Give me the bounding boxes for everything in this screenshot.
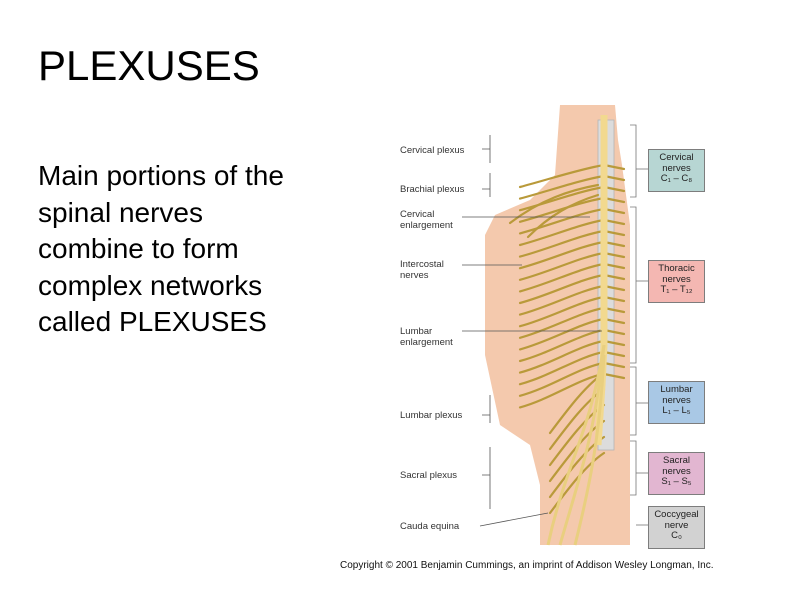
label-lumbar-enlargement: Lumbar enlargement bbox=[400, 326, 453, 348]
body-line: complex networks bbox=[38, 269, 263, 301]
nerve-root bbox=[518, 361, 606, 397]
box-line: Coccygeal bbox=[654, 509, 699, 520]
slide-title: PLEXUSES bbox=[38, 42, 260, 89]
label-line: Lumbar bbox=[400, 326, 433, 337]
box-line: nerves bbox=[662, 465, 691, 477]
thoracic-nerves-box: Thoracic nerves T₁ – T₁₂ bbox=[648, 260, 705, 303]
cervical-nerves-box: Cervical nerves C₁ – C₈ bbox=[648, 149, 705, 192]
label-line: nerves bbox=[400, 270, 429, 281]
bracket-lines bbox=[462, 135, 602, 527]
box-line: nerves bbox=[662, 162, 691, 174]
label-line: Intercostal bbox=[400, 259, 444, 270]
nerve-root bbox=[518, 295, 606, 328]
cauda-equina-nerves bbox=[546, 344, 606, 546]
body-line: called PLEXUSES bbox=[38, 306, 267, 337]
box-line: Lumbar bbox=[660, 384, 693, 395]
nerve-root bbox=[518, 185, 606, 212]
slide-body-text: Main portions of the spinal nerves combi… bbox=[38, 158, 348, 341]
box-line: T₁ – T₁₂ bbox=[660, 284, 693, 295]
nerve-root bbox=[518, 229, 606, 258]
nerve-root bbox=[548, 451, 606, 515]
nerve-root bbox=[518, 163, 606, 189]
label-line: enlargement bbox=[400, 337, 453, 348]
nerve-root bbox=[518, 284, 606, 316]
brachial-nerve bbox=[526, 193, 600, 239]
nerve-root bbox=[602, 361, 626, 369]
spinal-nerves-diagram: Cervical plexus Brachial plexus Cervical… bbox=[390, 105, 770, 565]
label-cauda-equina: Cauda equina bbox=[400, 521, 460, 532]
spinal-nerves-illustration bbox=[462, 105, 648, 546]
box-line: nerves bbox=[662, 394, 691, 406]
nerve-root bbox=[518, 339, 606, 374]
nerve-root bbox=[518, 251, 606, 281]
nerve-root bbox=[602, 350, 626, 358]
nerve-root bbox=[518, 262, 606, 293]
nerve-root bbox=[518, 207, 606, 235]
nerve-root bbox=[518, 306, 606, 339]
box-line: S₁ – S₅ bbox=[661, 476, 692, 487]
coccygeal-nerve-box: Coccygeal nerve C₀ bbox=[648, 506, 705, 549]
right-brackets bbox=[630, 124, 648, 526]
body-line: combine to form bbox=[38, 233, 239, 264]
sacral-nerves-box: Sacral nerves S₁ – S₅ bbox=[648, 452, 705, 495]
nerve-root bbox=[518, 372, 606, 409]
label-cervical-enlargement: Cervical enlargement bbox=[400, 209, 453, 231]
nerve-root bbox=[602, 372, 626, 380]
label-lumbar-plexus: Lumbar plexus bbox=[400, 410, 463, 421]
box-line: Thoracic bbox=[658, 263, 695, 274]
box-line: L₁ – L₅ bbox=[662, 405, 691, 416]
box-line: nerve bbox=[664, 519, 689, 531]
label-line: enlargement bbox=[400, 220, 453, 231]
box-line: Sacral bbox=[663, 455, 690, 466]
nerve-root bbox=[518, 174, 606, 200]
nerve-root bbox=[518, 218, 606, 247]
label-brachial-plexus: Brachial plexus bbox=[400, 184, 465, 195]
box-line: nerves bbox=[662, 273, 691, 285]
nerve-root bbox=[518, 240, 606, 270]
label-intercostal-nerves: Intercostal nerves bbox=[400, 259, 444, 281]
body-line: Main portions of the bbox=[38, 160, 284, 191]
box-line: C₀ bbox=[671, 530, 682, 541]
label-line: Cervical bbox=[400, 209, 435, 220]
body-line: spinal nerves bbox=[38, 196, 203, 228]
label-sacral-plexus: Sacral plexus bbox=[400, 470, 458, 481]
nerve-root bbox=[518, 350, 606, 386]
nerve-root bbox=[518, 328, 606, 363]
copyright-notice: Copyright © 2001 Benjamin Cummings, an i… bbox=[340, 560, 714, 571]
label-cervical-plexus: Cervical plexus bbox=[400, 145, 465, 156]
nerve-root bbox=[518, 317, 606, 351]
nerve-root bbox=[518, 273, 606, 305]
box-line: Cervical bbox=[659, 152, 694, 163]
lumbar-nerves-box: Lumbar nerves L₁ – L₅ bbox=[648, 381, 705, 424]
brachial-nerve bbox=[508, 183, 600, 225]
box-line: C₁ – C₈ bbox=[660, 173, 693, 184]
